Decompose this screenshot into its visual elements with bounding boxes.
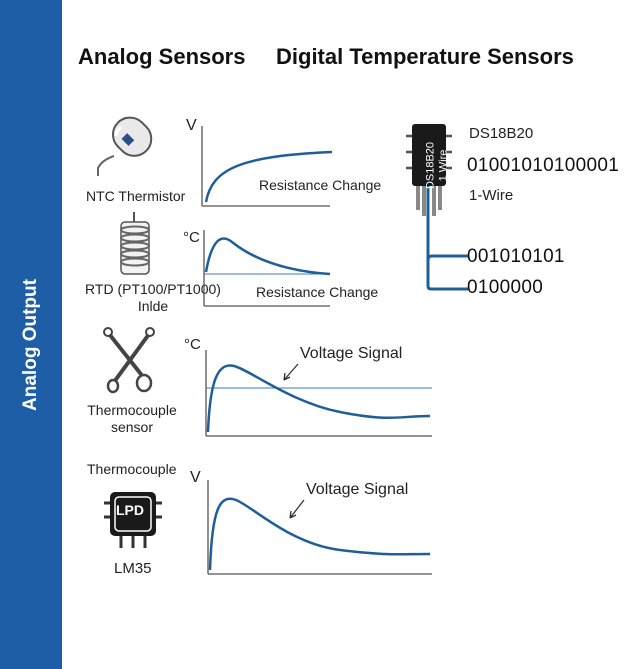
digital-sensors-title: Digital Temperature Sensors	[276, 44, 574, 69]
sidebar: Analog Output	[0, 0, 62, 669]
thermocouple-curve	[206, 364, 431, 433]
thermocouple-label-line1: Thermocouple	[87, 402, 177, 418]
protocol-label: 1-Wire	[469, 187, 514, 204]
rtd-coil-icon	[120, 212, 150, 275]
thermocouple-axis-label: °C	[184, 336, 201, 353]
bits-row-1: 001010101	[467, 246, 565, 267]
thermocouple-curve-label: Voltage Signal	[300, 345, 403, 362]
ntc-axis-label: V	[186, 117, 197, 134]
rtd-label-line2: Inlde	[137, 298, 169, 314]
lm35-axis-label: V	[190, 469, 201, 486]
lm35-chip-icon	[104, 492, 162, 548]
ntc-curve-label: Resistance Change	[259, 177, 382, 193]
rtd-chart	[203, 230, 331, 307]
thermocouple-probe-icon	[103, 327, 155, 394]
lm35-curve	[208, 497, 431, 571]
thermocouple-label-line2: sensor	[110, 419, 154, 435]
lm35-chart	[207, 480, 432, 575]
ntc-curve	[204, 150, 333, 203]
rtd-curve	[204, 237, 331, 276]
ntc-chart	[201, 126, 333, 207]
lm35-label: LM35	[114, 560, 152, 577]
ds18b20-name: DS18B20	[469, 125, 534, 142]
rtd-label-line1: RTD (PT100/PT1000)	[85, 281, 221, 297]
thermocouple-pointer-arrow	[283, 363, 299, 381]
bits-top: 01001010100001	[467, 155, 620, 176]
lm35-curve-label: Voltage Signal	[306, 481, 409, 498]
thermocouple-chart	[205, 350, 432, 437]
ntc-thermistor-label: NTC Thermistor	[86, 188, 186, 204]
ds18b20-chip-text-line2: 1 Wire	[437, 149, 450, 182]
lm35-top-label: Thermocouple	[87, 461, 177, 477]
analog-sensors-title: Analog Sensors	[78, 44, 246, 69]
sidebar-label: Analog Output	[20, 279, 41, 411]
rtd-axis-label: °C	[183, 229, 200, 246]
lm35-pointer-arrow	[289, 499, 305, 519]
lm35-chip-text: LPD	[116, 502, 144, 518]
ds18b20-wire	[426, 184, 468, 291]
rtd-curve-label: Resistance Change	[256, 284, 379, 300]
ntc-thermistor-icon	[97, 116, 153, 176]
bits-row-2: 0100000	[467, 277, 544, 298]
ds18b20-chip-icon	[406, 124, 468, 291]
